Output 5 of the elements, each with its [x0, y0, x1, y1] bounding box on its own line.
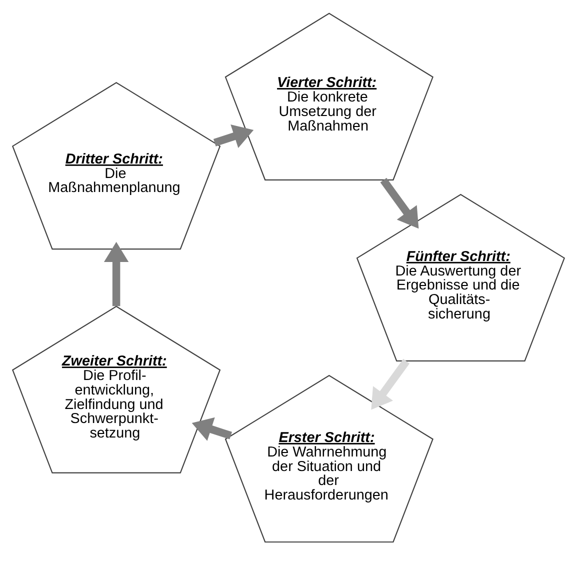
- arrow: [213, 124, 254, 148]
- arrow: [380, 177, 419, 228]
- arrow: [192, 416, 232, 440]
- arrow: [104, 241, 129, 306]
- arrow: [371, 358, 410, 410]
